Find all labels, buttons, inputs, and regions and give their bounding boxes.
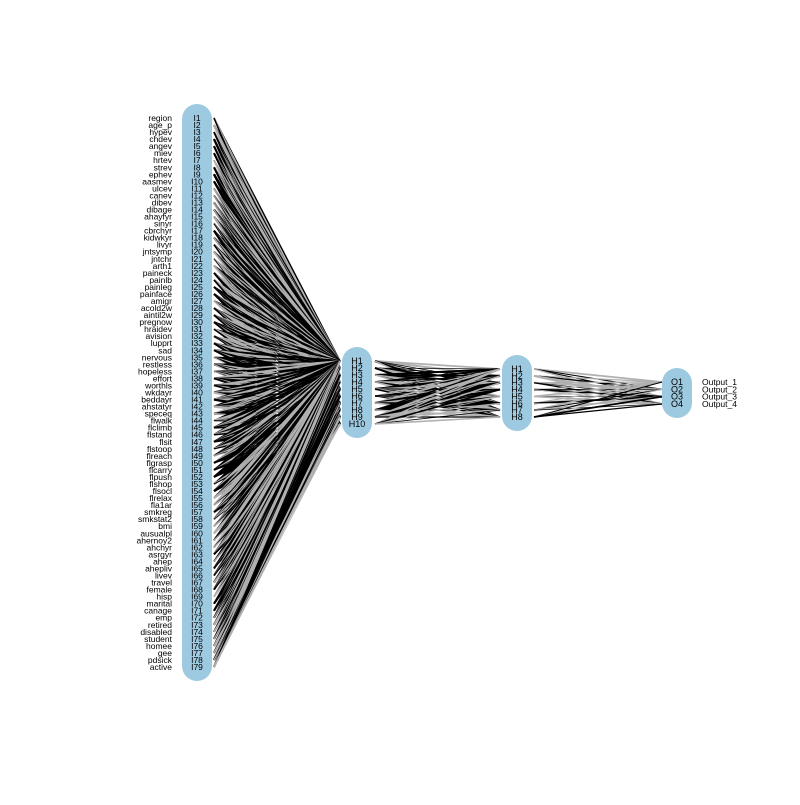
output-label: Output_4	[702, 399, 737, 409]
weight-line-hidden2-3-output-1	[534, 382, 662, 383]
input-node-label: I79	[191, 662, 203, 672]
hidden1-node-label: H10	[349, 419, 366, 429]
hidden2-node-label: H8	[511, 412, 523, 422]
connection-weights	[214, 118, 662, 667]
input-feature-label: active	[150, 662, 172, 672]
output-node-label: O4	[671, 399, 683, 409]
